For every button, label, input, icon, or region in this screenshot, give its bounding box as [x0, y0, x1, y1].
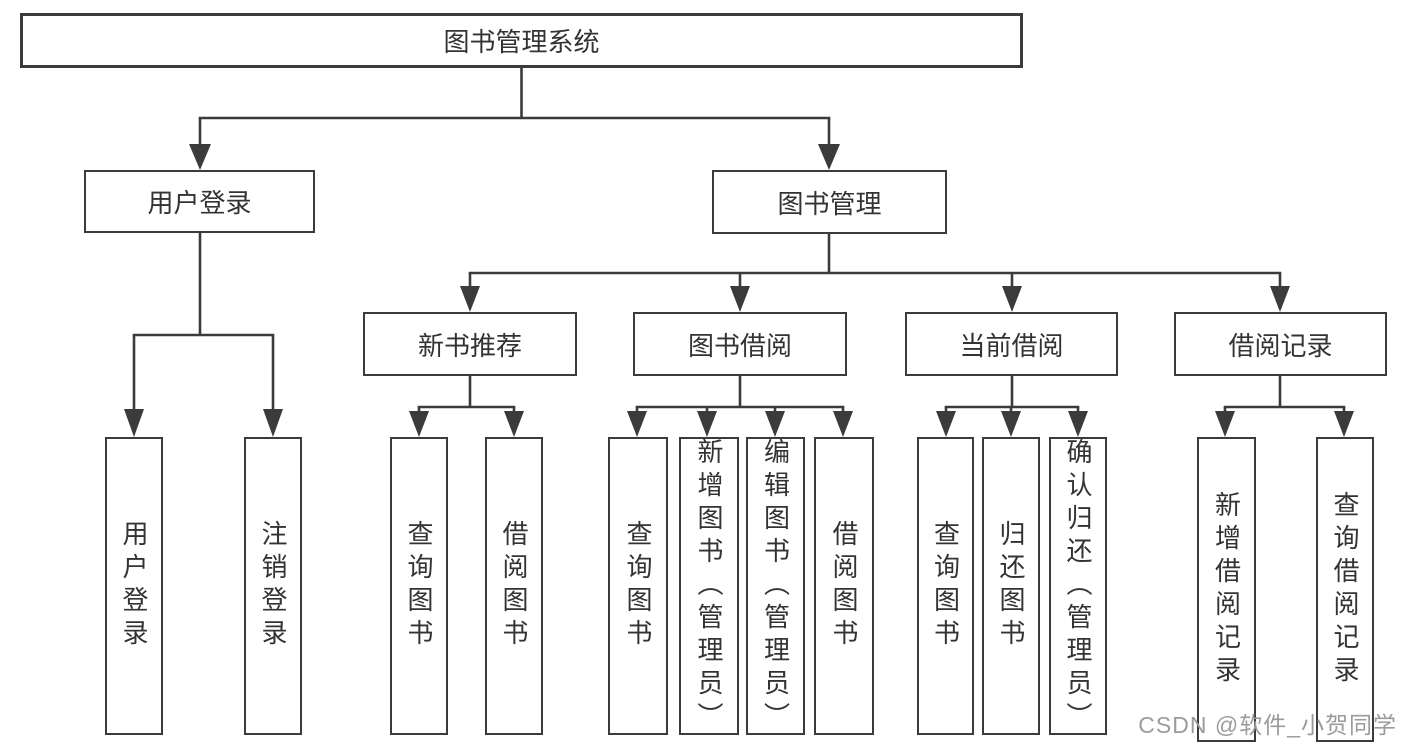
arrowhead-icon [1002, 286, 1022, 312]
node-current-borrow-label: 当前借阅 [959, 330, 1064, 361]
leaf-confirm-return-admin: 确认归还（管理员） [1049, 437, 1107, 735]
node-new-book-recommend: 新书推荐 [363, 312, 577, 376]
leaf-query-books-borrow: 查询图书 [608, 437, 668, 735]
node-user-login: 用户登录 [84, 170, 315, 233]
node-book-management: 图书管理 [712, 170, 947, 234]
watermark: CSDN @软件_小贺同学 [1138, 712, 1397, 738]
node-borrow-records: 借阅记录 [1174, 312, 1387, 376]
arrowhead-icon [1215, 411, 1235, 437]
leaf-query-borrow-record: 查询借阅记录 [1316, 437, 1374, 742]
leaf-return-books: 归还图书 [982, 437, 1040, 735]
arrowhead-icon [730, 286, 750, 312]
node-book-borrow-label: 图书借阅 [687, 330, 792, 361]
node-book-management-label: 图书管理 [777, 188, 882, 219]
arrowhead-icon [833, 411, 853, 437]
node-new-book-recommend-label: 新书推荐 [417, 330, 522, 361]
arrowhead-icon [627, 411, 647, 437]
leaf-add-borrow-record: 新增借阅记录 [1197, 437, 1256, 742]
leaf-user-login: 用户登录 [105, 437, 163, 735]
node-user-login-label: 用户登录 [147, 188, 252, 218]
node-root-label: 图书管理系统 [443, 27, 600, 57]
leaf-edit-books-admin: 编辑图书（管理员） [746, 437, 805, 735]
arrowhead-icon [1068, 411, 1088, 437]
node-current-borrow: 当前借阅 [905, 312, 1118, 376]
leaf-query-books-recommend: 查询图书 [390, 437, 448, 735]
arrowhead-icon [189, 144, 211, 170]
node-book-borrow: 图书借阅 [633, 312, 847, 376]
leaf-query-books-current: 查询图书 [917, 437, 974, 735]
leaf-add-books-admin: 新增图书（管理员） [679, 437, 739, 735]
arrowhead-icon [1270, 286, 1290, 312]
arrowhead-icon [765, 411, 785, 437]
arrowhead-icon [936, 411, 956, 437]
arrowhead-icon [818, 144, 840, 170]
arrowhead-icon [124, 409, 144, 437]
leaf-logout-login: 注销登录 [244, 437, 302, 735]
leaf-borrow-books-recommend: 借阅图书 [485, 437, 543, 735]
arrowhead-icon [263, 409, 283, 437]
arrowhead-icon [504, 411, 524, 437]
node-root: 图书管理系统 [20, 13, 1023, 68]
node-borrow-records-label: 借阅记录 [1228, 330, 1333, 361]
arrowhead-icon [460, 286, 480, 312]
arrowhead-icon [697, 411, 717, 437]
arrowhead-icon [409, 411, 429, 437]
arrowhead-icon [1001, 411, 1021, 437]
leaf-borrow-books: 借阅图书 [814, 437, 874, 735]
arrowhead-icon [1334, 411, 1354, 437]
